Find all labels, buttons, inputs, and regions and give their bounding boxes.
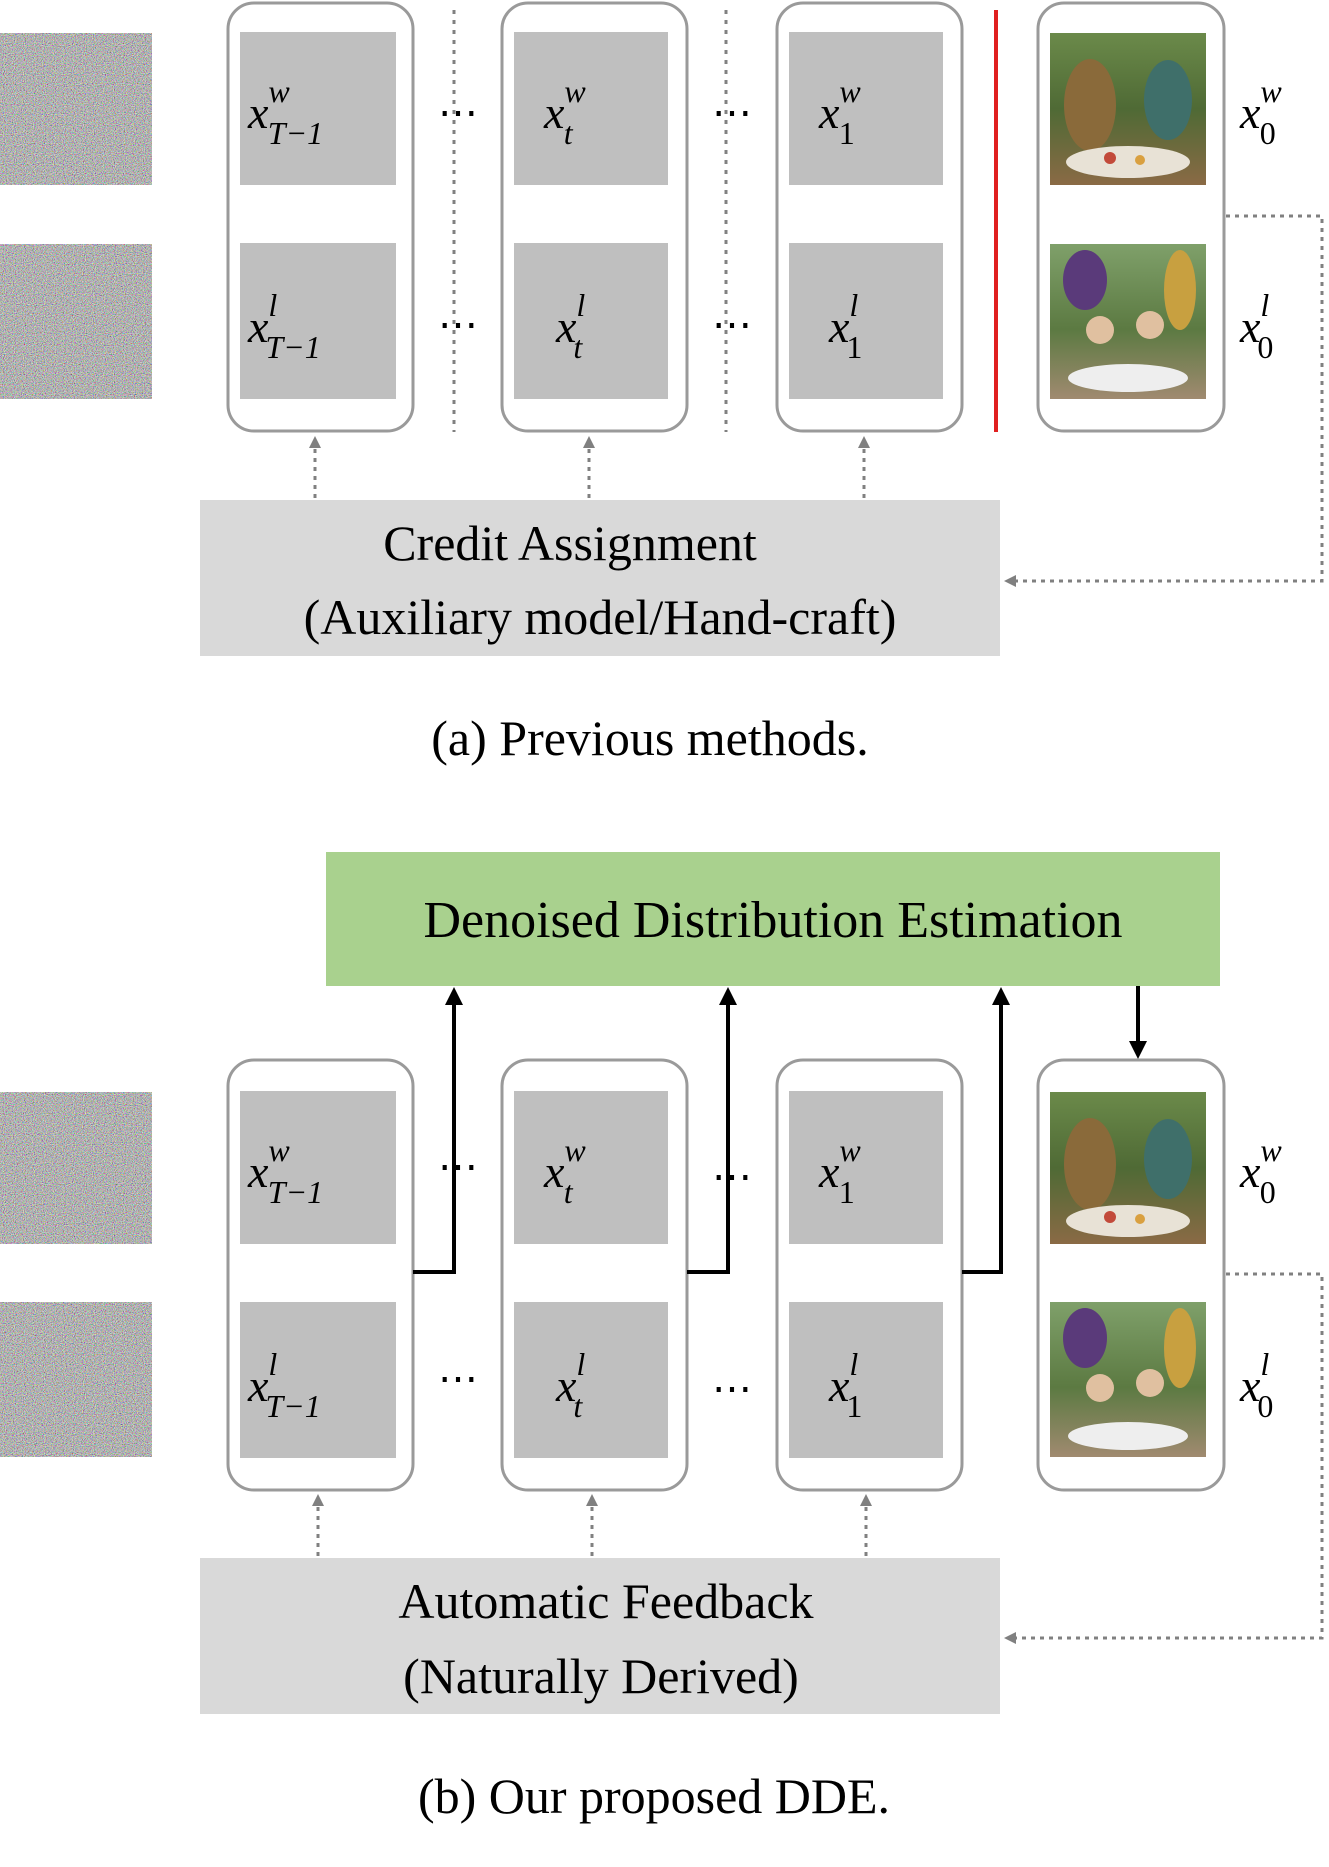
latent-block <box>240 243 396 399</box>
latent-block <box>240 32 396 185</box>
ellipses-b: ⋯ ⋯ ⋯ ⋯ <box>438 1144 752 1411</box>
dde-arrow-up <box>687 987 737 1274</box>
ellipsis: ⋯ <box>438 302 478 347</box>
ellipses-a: ⋯ ⋯ ⋯ ⋯ <box>438 90 752 347</box>
dde-box <box>326 852 1220 986</box>
final-column-b <box>1036 1058 1226 1492</box>
children-dinosaur-party-image <box>1050 244 1206 399</box>
credit-assignment-box <box>200 500 1000 656</box>
step-column-a-3 <box>775 1 964 433</box>
final-column-a <box>1036 1 1226 433</box>
latent-block <box>514 32 668 185</box>
dinosaur-tea-party-image <box>1050 33 1206 185</box>
noise-image-win-a <box>0 33 152 185</box>
credit-assignment-title: Credit Assignment <box>383 515 757 571</box>
dde-arrow-up <box>413 987 463 1274</box>
ellipsis: ⋯ <box>438 1356 478 1401</box>
dde-label: Denoised Distribution Estimation <box>423 892 1122 949</box>
latent-block <box>514 243 668 399</box>
feedback-loop-arrow <box>1004 1272 1324 1644</box>
automatic-feedback-title: Automatic Feedback <box>398 1573 813 1629</box>
latent-block <box>514 1091 668 1244</box>
ellipsis: ⋯ <box>438 90 478 135</box>
noise-image-lose-b <box>0 1302 152 1457</box>
step-column-b-3 <box>775 1058 964 1492</box>
step-column-b-1 <box>226 1058 415 1492</box>
ellipsis: ⋯ <box>712 90 752 135</box>
step-column-a-1 <box>226 1 415 433</box>
ellipsis: ⋯ <box>712 1366 752 1411</box>
latent-block <box>514 1302 668 1458</box>
dinosaur-tea-party-image <box>1050 1092 1206 1244</box>
latent-block <box>240 1302 396 1458</box>
latent-block <box>240 1091 396 1244</box>
dde-arrow-up <box>962 987 1010 1274</box>
automatic-feedback-box <box>200 1558 1000 1714</box>
ellipsis: ⋯ <box>438 1144 478 1189</box>
latent-block <box>789 32 943 185</box>
automatic-feedback-subtitle: (Naturally Derived) <box>403 1648 799 1704</box>
children-dinosaur-party-image <box>1050 1302 1206 1457</box>
caption-a: (a) Previous methods. <box>431 710 868 766</box>
step-column-b-2 <box>500 1058 689 1492</box>
step-column-a-2 <box>500 1 689 433</box>
noise-image-win-b <box>0 1092 152 1244</box>
ellipsis: ⋯ <box>712 1154 752 1199</box>
credit-assignment-subtitle: (Auxiliary model/Hand-craft) <box>304 589 897 645</box>
noise-image-lose-a <box>0 244 152 399</box>
latent-block <box>789 1091 943 1244</box>
caption-b: (b) Our proposed DDE. <box>418 1768 890 1824</box>
feedback-loop-arrow <box>1004 214 1324 587</box>
latent-block <box>789 243 943 399</box>
ellipsis: ⋯ <box>712 302 752 347</box>
latent-block <box>789 1302 943 1458</box>
